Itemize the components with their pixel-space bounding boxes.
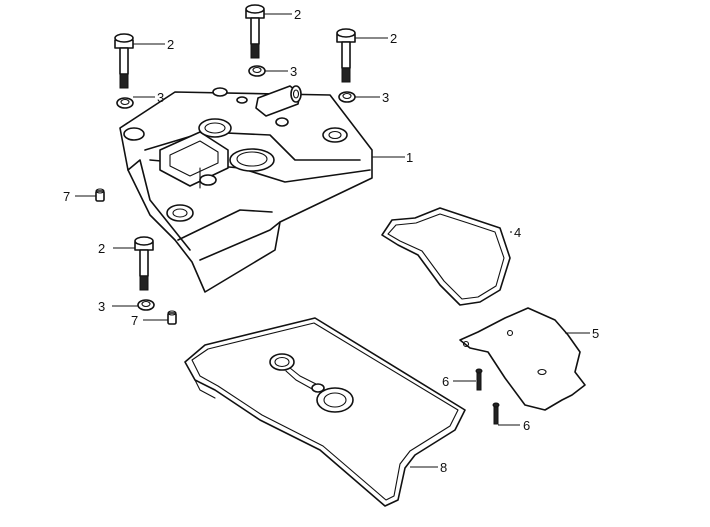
leader-lines [75,13,590,468]
callout-4: 4 [514,225,521,240]
pin-7-lower [167,310,177,325]
callout-2-left: 2 [98,241,105,256]
callout-3-top-center: 3 [290,64,297,79]
gasket-4 [381,207,511,306]
callout-6-lower: 6 [523,418,530,433]
cylinder-head-cover [119,85,373,293]
plate-5 [459,307,586,411]
bolt-2-left [134,236,154,291]
bolt-2-top-right [336,28,356,83]
callout-5: 5 [592,326,599,341]
bolt-2-top-center [245,4,265,59]
washer-3-top-center [248,65,266,77]
callout-7-upper: 7 [63,189,70,204]
callout-3-top-right: 3 [382,90,389,105]
screw-6-lower [492,402,500,425]
washer-3-top-left [116,97,134,109]
callout-2-top-right: 2 [390,31,397,46]
washer-3-left [137,299,155,311]
callout-6-upper: 6 [442,374,449,389]
callout-1: 1 [406,150,413,165]
callout-3-left: 3 [98,299,105,314]
washer-3-top-right [338,91,356,103]
callout-labels: 1 2 2 2 2 3 3 3 3 4 5 6 6 7 7 8 [63,7,599,475]
pin-7-upper [95,188,105,202]
callout-8: 8 [440,460,447,475]
callout-7-lower: 7 [131,313,138,328]
screw-6-upper [475,368,483,391]
callout-2-top-left: 2 [167,37,174,52]
callout-2-top-center: 2 [294,7,301,22]
gasket-8 [184,317,466,507]
bolt-2-top-left [114,33,134,89]
callout-3-top-left: 3 [157,90,164,105]
